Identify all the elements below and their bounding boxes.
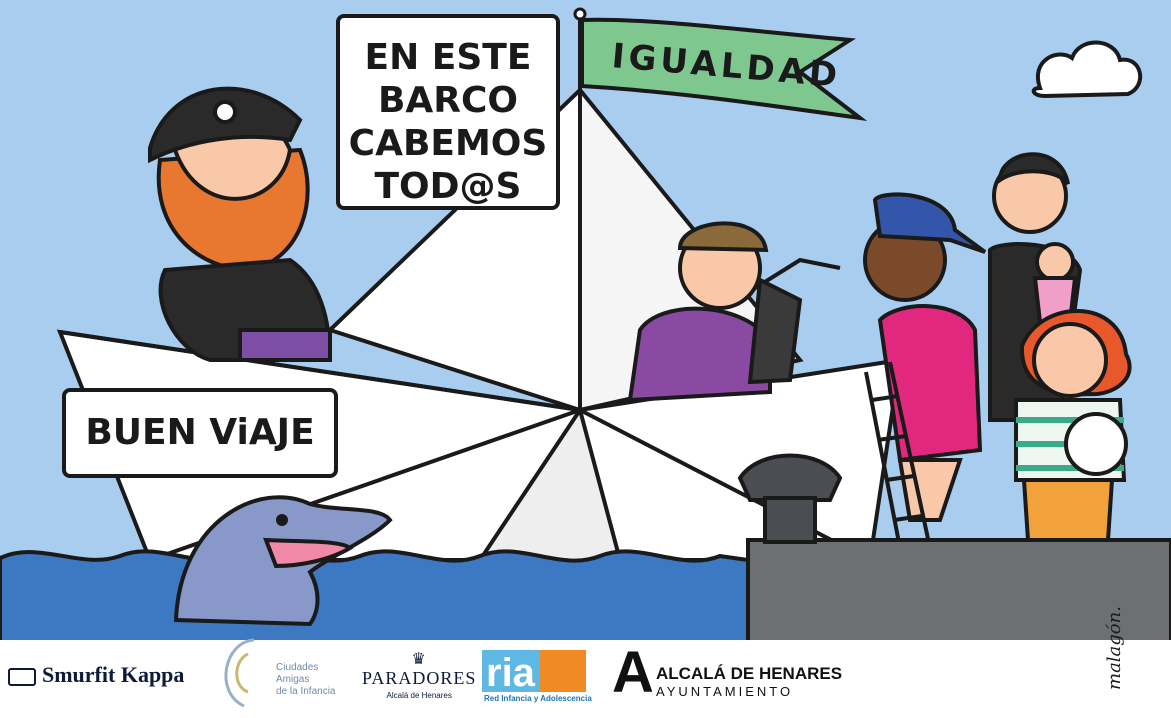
ciudades-text: Ciudades Amigas de la Infancia	[276, 662, 336, 698]
ciudades-line: Amigas	[276, 674, 310, 685]
speech-line: BARCO	[377, 80, 519, 121]
mast-top	[573, 7, 587, 21]
ladder	[864, 361, 932, 549]
flag	[580, 17, 868, 122]
person-girl-cap	[863, 192, 987, 522]
logo-subtext: Alcalá de Henares	[386, 691, 452, 700]
speech-line: TOD@S	[374, 166, 522, 207]
logo-ciudades-amigas: Ciudades Amigas de la Infancia	[214, 632, 344, 716]
alcala-line-1: ALCALÁ DE HENARES	[656, 664, 843, 683]
pirate-captain	[148, 86, 333, 362]
speech-bubble-top: EN ESTE BARCO CABEMOS TOD@S	[336, 14, 560, 210]
cloud	[1031, 40, 1143, 99]
sponsor-logos: Smurfit Kappa Ciudades Amigas de la Infa…	[0, 622, 1171, 718]
ciudades-icon	[224, 638, 255, 708]
logo-smurfit-kappa: Smurfit Kappa	[8, 662, 184, 688]
ria-sub-part: Red Infancia	[484, 694, 532, 703]
logo-ria: ria Red Infancia y Adolescencia	[482, 650, 592, 708]
ciudades-line: de la Infancia	[276, 686, 336, 697]
ria-letters: ria	[486, 651, 536, 694]
logo-text: PARADORES	[362, 668, 477, 688]
ria-subtext: Red Infancia y Adolescencia	[484, 694, 592, 703]
alcala-line-2: AYUNTAMIENTO	[656, 684, 794, 699]
person-child-ball	[1014, 309, 1132, 542]
crown-icon: ♛	[411, 651, 427, 668]
ria-sub-part: y Adolescencia	[533, 694, 592, 703]
logo-paradores: ♛ PARADORES Alcalá de Henares	[362, 651, 477, 701]
alcala-a-icon: A	[612, 640, 654, 705]
logo-text: Smurfit Kappa	[42, 662, 185, 687]
dolphin	[173, 495, 393, 627]
person-wheelchair	[627, 221, 841, 403]
speech-line: EN ESTE	[364, 37, 532, 78]
bollard	[737, 453, 843, 544]
smurfit-icon	[8, 667, 36, 686]
speech-line: CABEMOS	[348, 123, 548, 164]
speech-line: BUEN ViAJE	[85, 412, 315, 453]
ria-mark: ria	[482, 650, 586, 695]
speech-bubble-bottom: BUEN ViAJE	[62, 388, 338, 478]
ciudades-line: Ciudades	[276, 662, 319, 673]
